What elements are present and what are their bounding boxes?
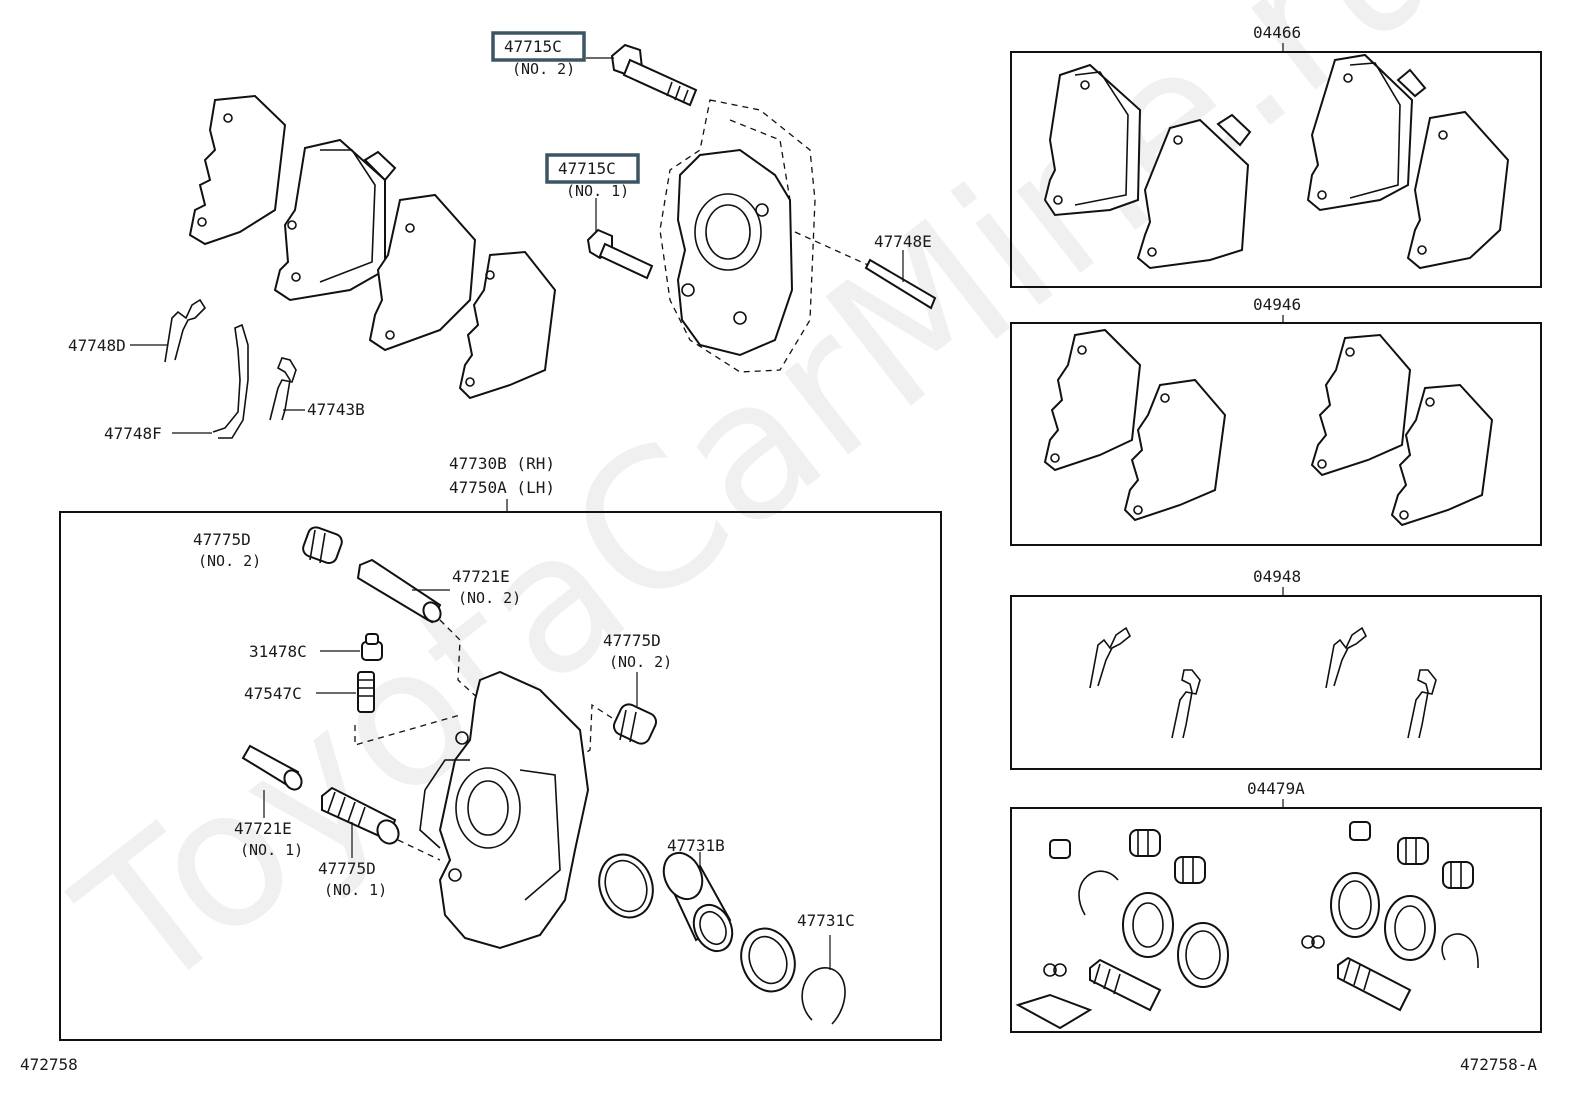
label-cap: 31478C [249,642,307,661]
caliper-body-top [676,148,794,357]
set-ring [801,967,846,1025]
boot-no2-top [302,526,343,564]
label-spring-f: 47748F [104,424,162,443]
label-pin-top: 47721E [452,567,510,586]
note-boot-right: (NO. 2) [609,653,672,671]
note-pin-bottom: (NO. 1) [240,841,303,859]
label-pin-e: 47748E [874,232,932,251]
boot-no2-right [612,703,658,745]
label-bolt-no2: 47715C [504,37,562,56]
label-bolt-no1: 47715C [558,159,616,178]
label-clip-b: 47743B [307,400,365,419]
label-caliper-rh: 47730B (RH) [449,454,555,473]
caliper-housing-outline [659,99,816,373]
pad-support-clip-d [164,298,207,363]
note-boot-top: (NO. 2) [198,552,261,570]
note-pin-top: (NO. 2) [458,589,521,607]
label-pin-bottom: 47721E [234,819,292,838]
callout-box-bolt-no2[interactable] [491,31,586,62]
boot-no1 [321,786,400,845]
piston-dust-boot [740,927,796,993]
label-piston: 47731B [667,836,725,855]
anti-squeal-shim-right [458,250,557,400]
anti-rattle-spring-f [212,323,249,439]
kit-box-04466 [1010,51,1542,288]
caliper-assembly-box [59,511,942,1041]
label-kit-04948: 04948 [1253,567,1301,586]
pad-wear-indicator [363,150,397,182]
kit-04948-clips [1089,626,1437,739]
bolt-no1 [586,228,654,280]
label-bleeder: 47547C [244,684,302,703]
label-kit-04946: 04946 [1253,295,1301,314]
note-bolt-no1: (NO. 1) [566,182,629,200]
anti-rattle-clip-b [269,357,297,421]
anti-squeal-shim-left [188,94,287,246]
kit-04466-pads [1043,53,1510,270]
kit-box-04948 [1010,595,1542,770]
label-kit-04479a: 04479A [1247,779,1305,798]
caliper-body-main [438,670,590,950]
note-boot-bottom: (NO. 1) [324,881,387,899]
caliper-mounting-group: 47715C (NO. 2) 47715C (NO. 1) 47748E [491,31,937,373]
label-ring: 47731C [797,911,855,930]
note-bolt-no2: (NO. 2) [512,60,575,78]
guide-pin-e [864,258,937,310]
brake-pad-outer [368,193,477,352]
kit-box-04479a [1010,807,1542,1033]
bleeder-plug [357,671,375,713]
caliper-assembly-parts: 47775D (NO. 2) 47721E (NO. 2) 31478C 475… [193,526,855,1025]
footer-code-left: 472758 [20,1055,78,1074]
label-caliper-lh: 47750A (LH) [449,478,555,497]
label-kit-04466: 04466 [1253,23,1301,42]
bolt-no2 [610,43,698,107]
caliper-bore-main [455,767,521,849]
label-boot-top: 47775D [193,530,251,549]
caliper-piston [662,851,734,953]
kit-04946-shims [1043,328,1494,527]
label-boot-bottom: 47775D [318,859,376,878]
piston-seal [598,853,654,919]
label-boot-right: 47775D [603,631,661,650]
top-pads-group: 47748D 47748F 47743B [68,94,557,443]
kit-04479a-seals [1015,821,1479,1030]
footer-code-right: 472758-A [1460,1055,1537,1074]
bleeder-cap [361,633,383,661]
kit-box-04946 [1010,322,1542,546]
callout-box-bolt-no1[interactable] [545,153,640,184]
label-clip-d: 47748D [68,336,126,355]
caliper-bore [694,193,762,271]
